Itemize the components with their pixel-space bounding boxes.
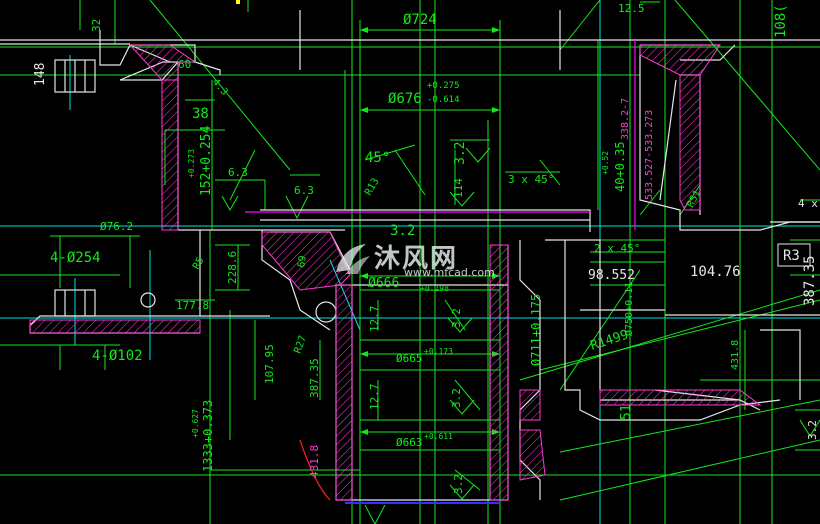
dim-107-95: 107.95 (263, 344, 276, 384)
dim-431-8-a: 431.8 (730, 340, 741, 370)
dim-711: Ø711+0.175 (529, 294, 543, 366)
dim-666-tol: +0.198 (420, 284, 449, 293)
dim-750: Ø750+0.11 (623, 282, 635, 336)
dim-32: 32 (90, 19, 103, 32)
dim-76-2: Ø76.2 (100, 220, 133, 233)
dim-152: 152+0.254 (199, 125, 214, 196)
dim-12-5: 12.5 (618, 2, 645, 15)
yellow-marker (236, 0, 240, 4)
dim-3x45: 3 x 45° (508, 173, 554, 186)
dim-533: 533.527-533.273 (644, 110, 655, 200)
dim-148: 148 (33, 63, 48, 86)
dimension-labels: 32 148 60° 4.3 38 Ø724 Ø676 +0.275 -0.61… (33, 2, 819, 494)
dim-663-tol: +0.611 (424, 432, 453, 441)
watermark-brand: 沐风网 (374, 244, 459, 274)
watermark: 沐风网 www.mfcad.com (330, 238, 500, 282)
dim-108: 108( (773, 4, 789, 38)
dim-338: 338.2-7 (620, 98, 631, 140)
dim-98-552: 98.552 (588, 268, 635, 283)
dim-1333: 1333+0.373 (201, 400, 215, 472)
dim-1333-tol: +0.627 (191, 409, 200, 438)
dim-114: 114 (452, 178, 465, 198)
red-leader (299, 439, 331, 501)
dim-40: 40+0.35 (613, 141, 627, 192)
magenta-reference-lines (245, 40, 636, 230)
dim-R5: R5 (191, 256, 207, 272)
dim-665: Ø665 (396, 352, 423, 365)
dim-676: Ø676 (388, 91, 422, 107)
dim-6-3-a: 6.3 (228, 166, 248, 179)
dim-3-2-e: 3.2 (452, 474, 465, 494)
dim-676-tol-dn: -0.614 (427, 95, 460, 105)
dim-663: Ø663 (396, 436, 423, 449)
surface-finish-symbols (221, 147, 820, 524)
dim-665-tol: +0.173 (424, 347, 453, 356)
dim-R1499: R1499 (589, 327, 631, 353)
dim-724: Ø724 (403, 12, 437, 28)
dim-4x: 4 x (798, 197, 818, 210)
dim-51: 51 (619, 404, 634, 420)
dim-60deg: 60° (178, 58, 198, 71)
dim-3-2-d: 3.2 (450, 388, 463, 408)
dim-69: 69 (296, 255, 309, 269)
dim-3-2-a: 3.2 (453, 142, 468, 165)
dim-4-254: 4-Ø254 (50, 250, 101, 266)
dim-676-tol-up: +0.275 (427, 81, 460, 91)
section-hatching (29, 44, 762, 501)
dim-12-7-a: 12.7 (368, 306, 381, 333)
dim-387-35-b: 387.35 (802, 255, 818, 306)
dim-387-35: 387.35 (308, 358, 321, 398)
dim-6-3-b: 6.3 (294, 184, 314, 197)
dim-2x45: 2 x 45° (594, 242, 640, 255)
dim-3-2-f: 3.2 (806, 420, 819, 440)
dim-177-8: 177.8 (176, 299, 209, 312)
watermark-logo-icon (336, 244, 370, 274)
dim-4-102: 4-Ø102 (92, 348, 143, 364)
dim-38: 38 (192, 106, 209, 122)
watermark-url: www.mfcad.com (404, 266, 495, 279)
dim-R3: R3 (783, 248, 800, 264)
dim-431-8-b: 431.8 (308, 445, 321, 478)
dim-152-tol: +0.273 (187, 149, 196, 178)
dim-12-7-b: 12.7 (368, 384, 381, 411)
dim-3-2-c: 3.2 (450, 308, 463, 328)
dim-45deg: 45° (365, 150, 390, 166)
dim-4-3: 4.3 (210, 77, 230, 98)
r3-box (777, 243, 811, 267)
dim-666: Ø666 (368, 276, 399, 291)
dim-R27: R27 (292, 334, 309, 355)
dim-104-76: 104.76 (690, 264, 741, 280)
dim-R13: R13 (363, 176, 382, 197)
dim-3-2-b: 3.2 (390, 223, 415, 239)
dim-40-tol: +0.52 (601, 151, 610, 175)
dim-228-6: 228.6 (226, 251, 239, 284)
